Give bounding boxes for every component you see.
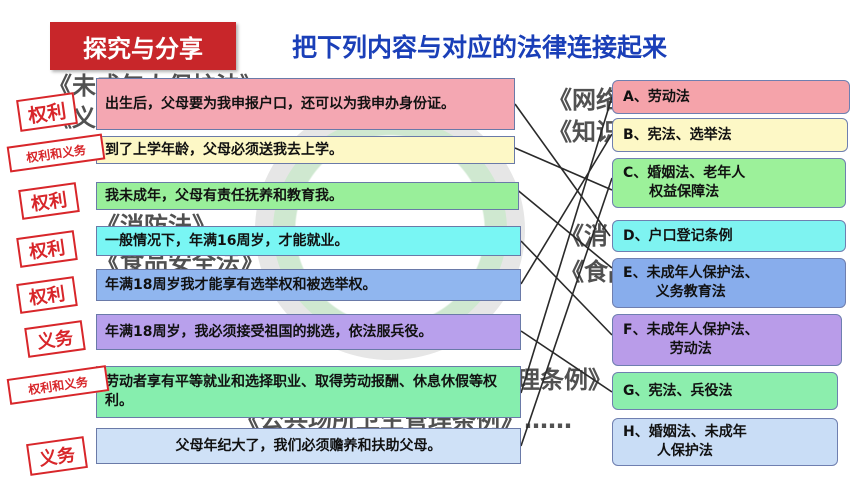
law-option-label: D、户口登记条例 [623,227,733,244]
law-option-label: G、宪法、兵役法 [623,382,733,399]
law-option-e[interactable]: E、未成年人保护法、 义务教育法 [612,258,846,308]
statement-7[interactable]: 劳动者享有平等就业和选择职业、取得劳动报酬、休息休假等权利。 [96,366,521,418]
law-option-label: A、劳动法 [623,88,690,105]
law-option-g[interactable]: G、宪法、兵役法 [612,372,838,410]
statement-8[interactable]: 父母年纪大了，我们必须赡养和扶助父母。 [96,428,521,464]
law-option-a[interactable]: A、劳动法 [612,80,850,114]
connector-line [520,240,613,336]
statement-6[interactable]: 年满18周岁，我必须接受祖国的挑选，依法服兵役。 [96,314,521,350]
statement-5[interactable]: 年满18周岁我才能享有选举权和被选举权。 [96,269,521,301]
law-option-label: F、未成年人保护法、 劳动法 [623,322,759,357]
connector-line [514,147,613,191]
statement-3[interactable]: 我未成年，父母有责任抚养和教育我。 [96,182,519,210]
connector-line [520,96,613,394]
page-title: 把下列内容与对应的法律连接起来 [292,33,668,62]
law-option-label: H、婚姻法、未成年 人保护法 [623,424,747,459]
law-option-d[interactable]: D、户口登记条例 [612,220,846,252]
law-option-label: B、宪法、选举法 [623,126,732,143]
law-option-h[interactable]: H、婚姻法、未成年 人保护法 [612,418,838,466]
law-option-label: E、未成年人保护法、 义务教育法 [623,265,759,300]
law-option-f[interactable]: F、未成年人保护法、 劳动法 [612,314,842,366]
connector-line [514,103,611,237]
law-option-c[interactable]: C、婚姻法、老年人 权益保障法 [612,158,846,208]
connector-line [520,330,613,393]
section-badge: 探究与分享 [50,22,236,70]
law-option-label: C、婚姻法、老年人 权益保障法 [623,165,746,200]
statement-2[interactable]: 到了上学年龄，父母必须送我去上学。 [96,136,515,164]
connector-line [514,187,613,269]
statement-1[interactable]: 出生后，父母要为我申报户口，还可以为我申办身份证。 [96,78,515,130]
connector-line [520,133,613,285]
statement-4[interactable]: 一般情况下，年满16周岁，才能就业。 [96,226,521,256]
law-option-b[interactable]: B、宪法、选举法 [612,118,848,152]
connector-line [520,177,613,447]
